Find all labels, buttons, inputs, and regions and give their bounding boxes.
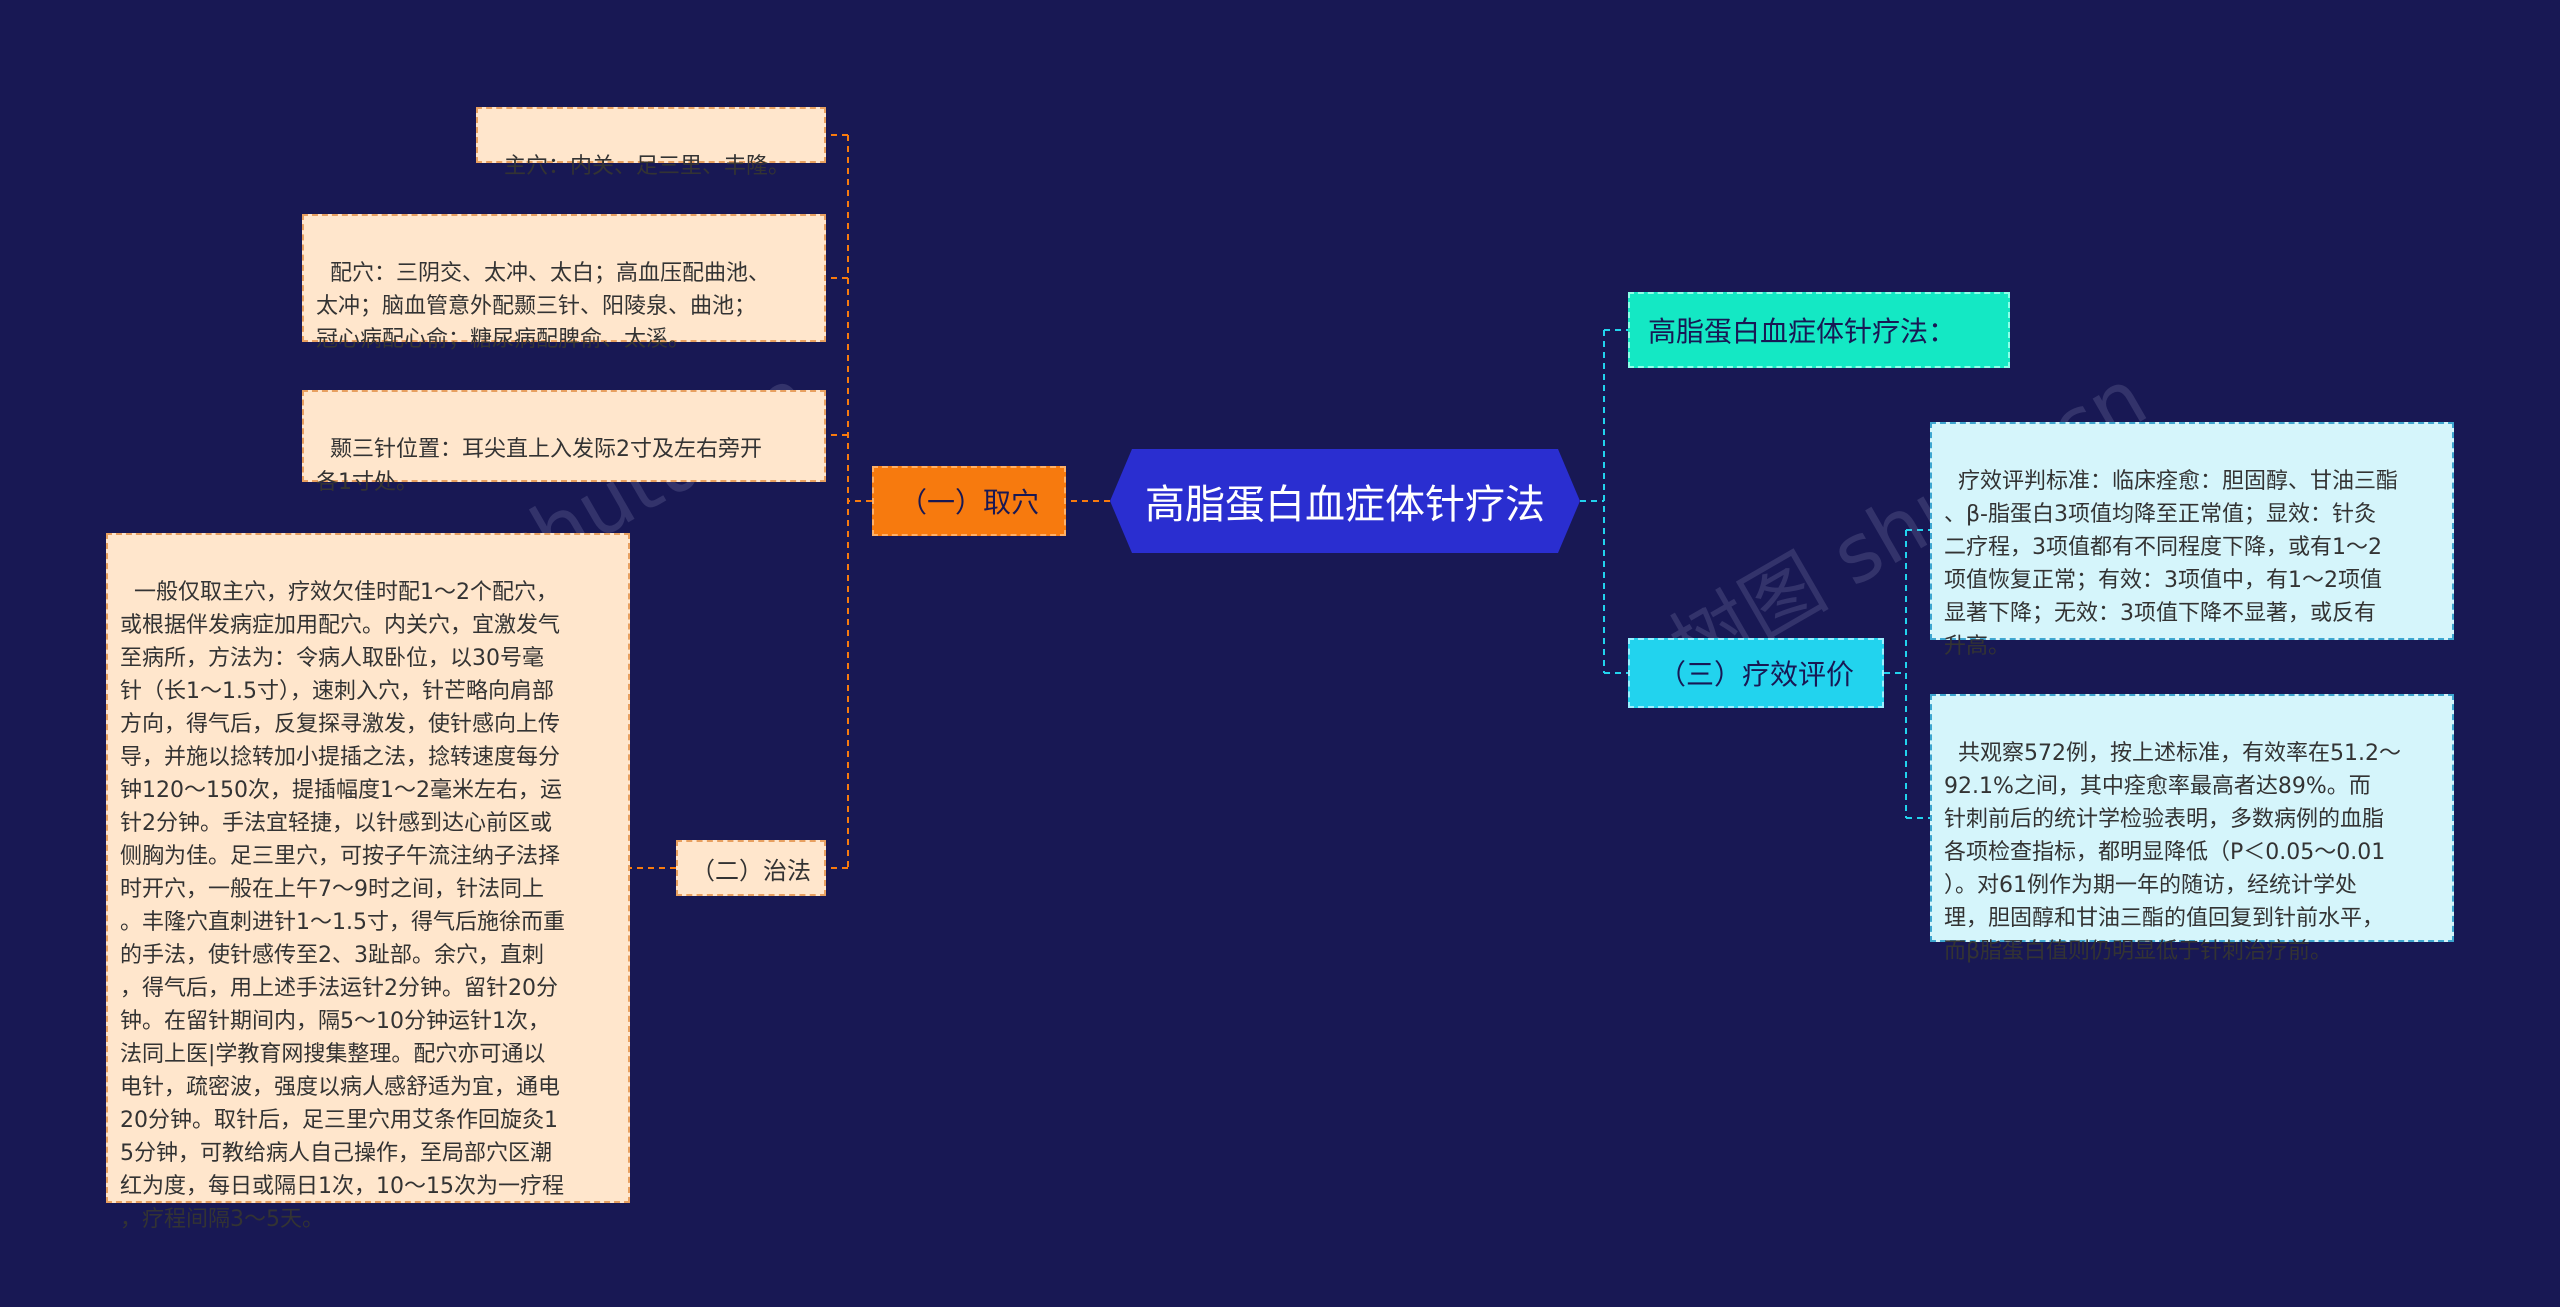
branch-liaoxiao-label: （三）疗效评价	[1657, 658, 1854, 691]
branch-zhifa-label: （二）治法	[691, 856, 811, 885]
branch-quxue[interactable]: （一）取穴	[872, 466, 1066, 536]
leaf-zhuxue-text: 主穴：内关、足三里、丰隆。	[504, 154, 791, 179]
leaf-niesanzhen[interactable]: 颞三针位置：耳尖直上入发际2寸及左右旁开 各1寸处。	[302, 390, 826, 495]
leaf-zhifa-text: 一般仅取主穴，疗效欠佳时配1～2个配穴， 或根据伴发病症加用配穴。内关穴，宜激发…	[120, 580, 565, 1232]
root-node[interactable]: 高脂蛋白血症体针疗法	[1110, 449, 1580, 553]
leaf-zhuxue[interactable]: 主穴：内关、足三里、丰隆。	[476, 107, 826, 179]
branch-title-label: 高脂蛋白血症体针疗法：	[1648, 315, 1957, 348]
branch-quxue-label: （一）取穴	[898, 486, 1039, 519]
root-label: 高脂蛋白血症体针疗法	[1145, 482, 1545, 528]
leaf-zhifa[interactable]: 一般仅取主穴，疗效欠佳时配1～2个配穴， 或根据伴发病症加用配穴。内关穴，宜激发…	[106, 533, 630, 1232]
branch-liaoxiao[interactable]: （三）疗效评价	[1628, 638, 1884, 708]
branch-title[interactable]: 高脂蛋白血症体针疗法：	[1628, 292, 2010, 368]
branch-zhifa[interactable]: （二）治法	[676, 840, 826, 896]
leaf-guancha-text: 共观察572例，按上述标准，有效率在51.2～ 92.1%之间，其中痊愈率最高者…	[1944, 741, 2401, 964]
leaf-niesanzhen-text: 颞三针位置：耳尖直上入发际2寸及左右旁开 各1寸处。	[316, 437, 762, 495]
leaf-guancha[interactable]: 共观察572例，按上述标准，有效率在51.2～ 92.1%之间，其中痊愈率最高者…	[1930, 694, 2454, 964]
leaf-peixue-text: 配穴：三阴交、太冲、太白；高血压配曲池、 太冲；脑血管意外配颞三针、阳陵泉、曲池…	[316, 261, 771, 352]
leaf-biaozhun[interactable]: 疗效评判标准：临床痊愈：胆固醇、甘油三酯 、β-脂蛋白3项值均降至正常值；显效：…	[1930, 422, 2454, 659]
leaf-biaozhun-text: 疗效评判标准：临床痊愈：胆固醇、甘油三酯 、β-脂蛋白3项值均降至正常值；显效：…	[1944, 469, 2399, 659]
leaf-peixue[interactable]: 配穴：三阴交、太冲、太白；高血压配曲池、 太冲；脑血管意外配颞三针、阳陵泉、曲池…	[302, 214, 826, 352]
